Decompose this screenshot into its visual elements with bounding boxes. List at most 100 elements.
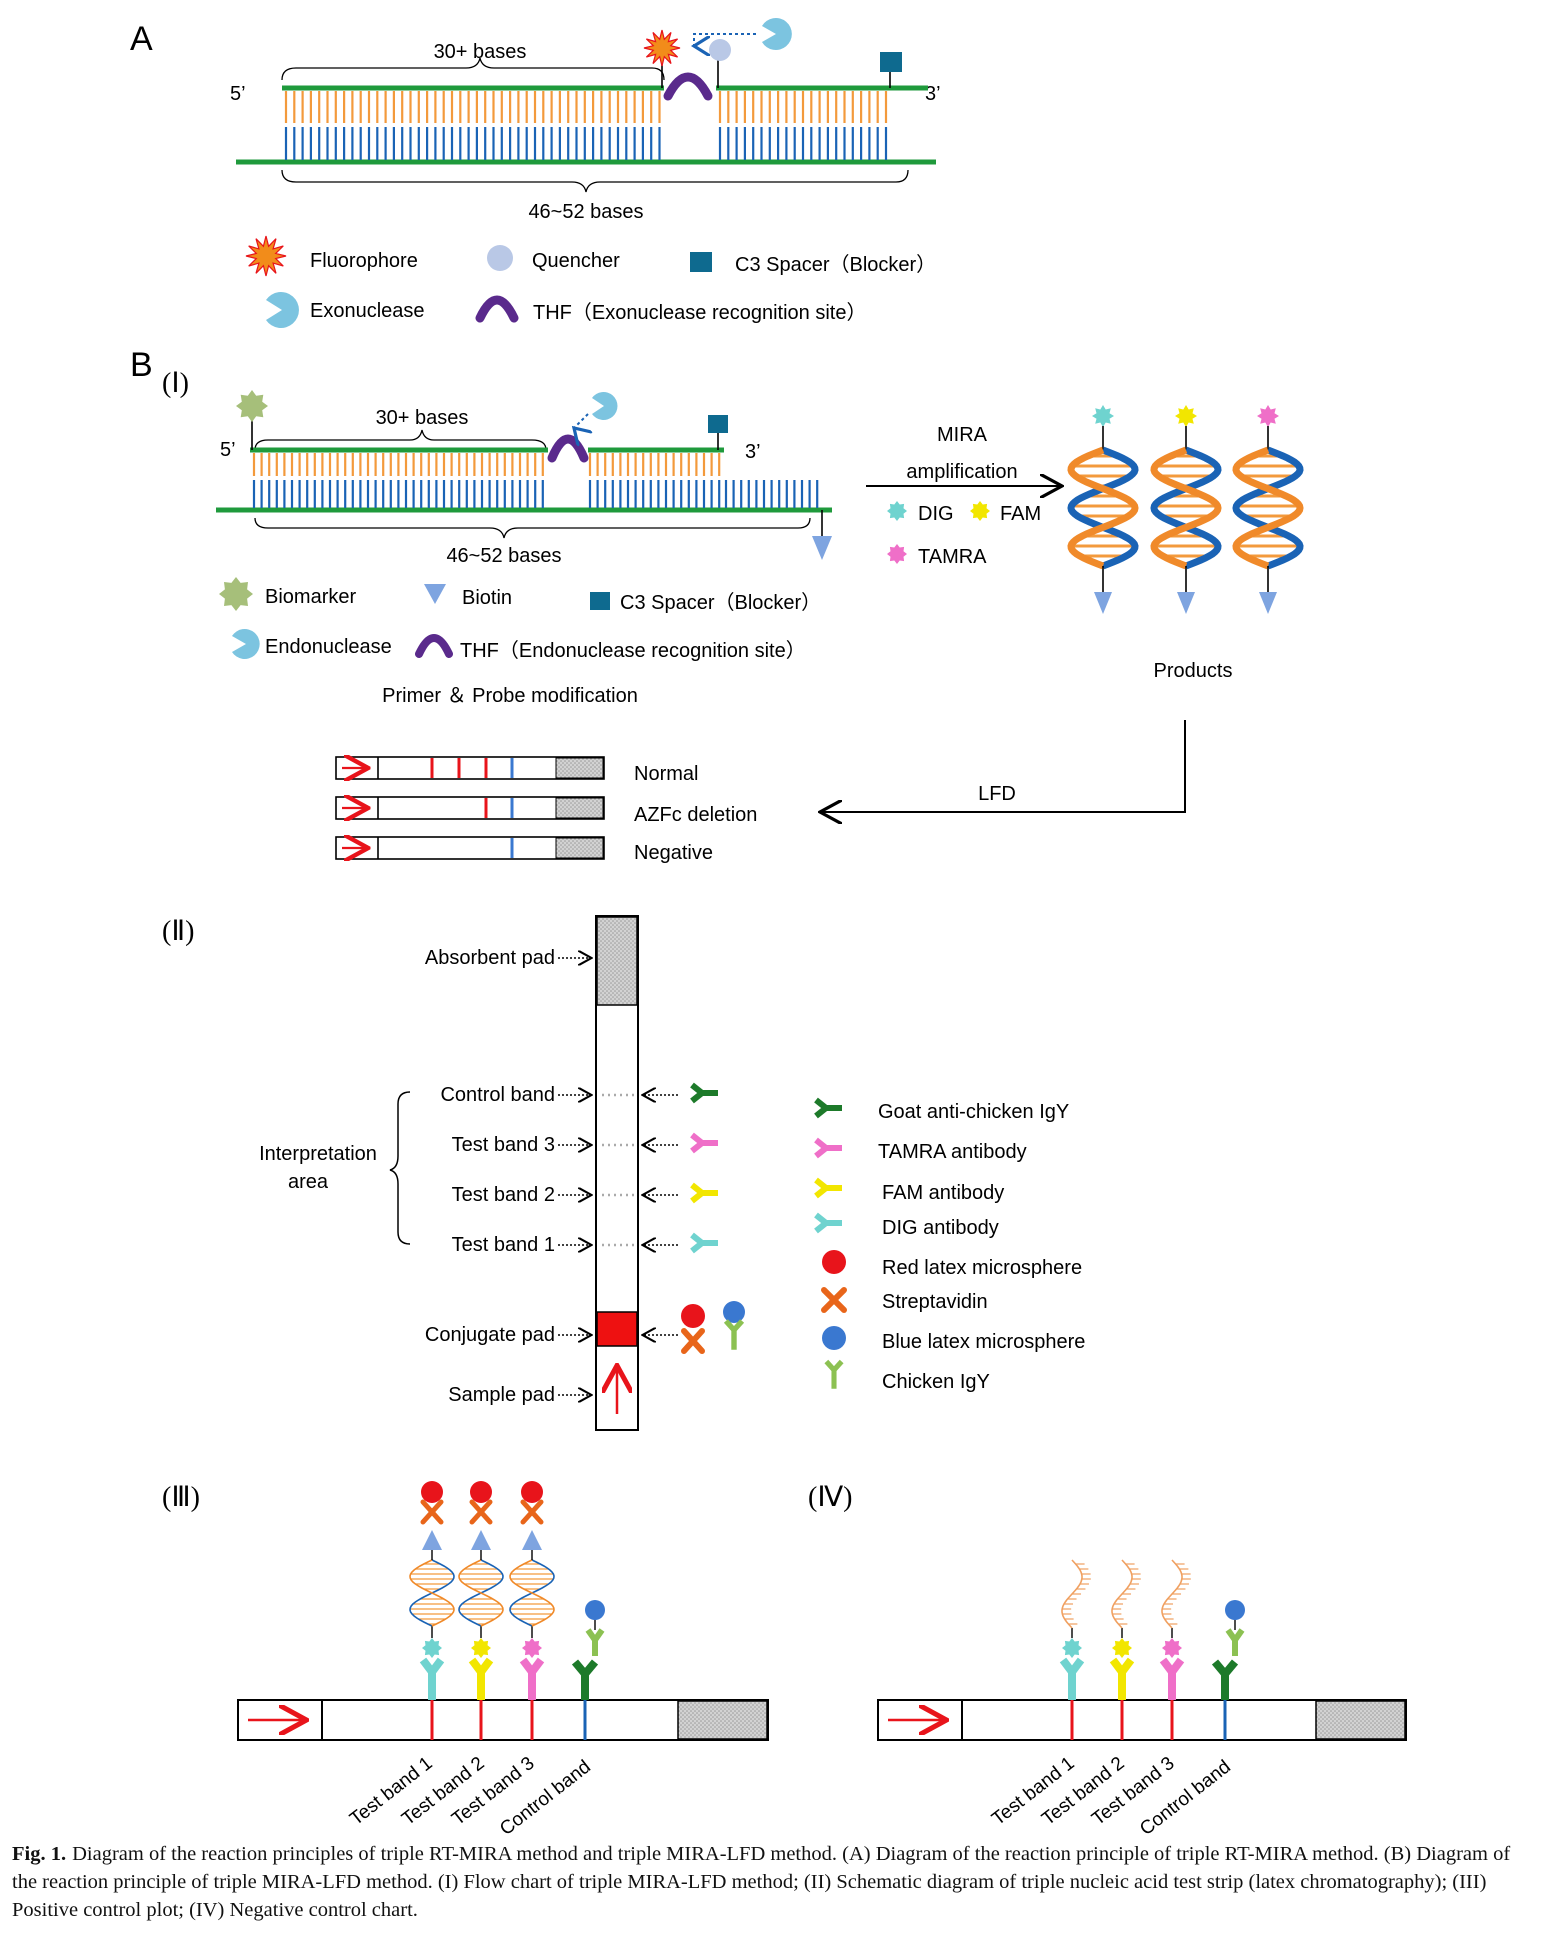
- legend-thf-icon: [475, 295, 519, 323]
- product-tag-2: [1175, 405, 1197, 427]
- negative-control-complexes: [1059, 1559, 1245, 1740]
- interpretation-label: Interpretation: [259, 1143, 377, 1165]
- fluorophore-icon: [643, 29, 681, 67]
- legend-quencher-label: Quencher: [532, 250, 620, 272]
- band-tag-3: [1162, 1638, 1182, 1658]
- legend-fluorophore-label: Fluorophore: [310, 250, 418, 272]
- result-strip-3: [335, 837, 605, 859]
- positive-absorbent-pad: [677, 1700, 768, 1740]
- legend-red-latex-icon: [822, 1250, 846, 1274]
- legend-biotin-icon: [424, 584, 446, 604]
- pos-control-complex: [571, 1600, 605, 1740]
- legend-biomarker-label: Biomarker: [265, 586, 356, 608]
- legend-chicken-igy-label: Chicken IgY: [882, 1371, 990, 1393]
- control-goat-igy: [571, 1659, 599, 1700]
- strip-dig-ab-icon: [690, 1232, 718, 1254]
- strip-antibodies: [690, 1082, 718, 1254]
- band-tag-2: [471, 1638, 491, 1658]
- negative-absorbent-pad: [1315, 1700, 1406, 1740]
- product-helix-1: [1067, 405, 1139, 614]
- legend-exonuclease-icon: [266, 292, 299, 328]
- b1-biotin-icon: [812, 536, 832, 560]
- strip-tamra-ab-icon: [690, 1132, 718, 1154]
- product-biotin-1: [1094, 592, 1112, 614]
- legend-b1-c3-icon: [590, 592, 610, 610]
- b1-c3-icon: [708, 415, 728, 433]
- band-red-latex-2: [470, 1481, 492, 1503]
- legend-fluorophore-icon: [245, 235, 287, 277]
- interpretation-brace: [389, 1091, 411, 1245]
- band-biotin-2: [471, 1530, 491, 1550]
- legend-dig-ab-icon: [814, 1212, 842, 1234]
- band-tag-1: [422, 1638, 442, 1658]
- neg-complex-1: [1059, 1559, 1091, 1740]
- conjugate-pad-label: Conjugate pad: [425, 1324, 555, 1346]
- product-tag-1: [1092, 405, 1114, 427]
- products-helices: [1067, 405, 1304, 614]
- b1-thf-icon: [547, 434, 589, 463]
- result-strips: [335, 757, 605, 859]
- products-label: Products: [1154, 660, 1233, 682]
- sample-pad-label: Sample pad: [448, 1384, 555, 1406]
- top-brace-label: 30+ bases: [434, 41, 527, 63]
- legend-goat-igy-label: Goat anti-chicken IgY: [878, 1101, 1069, 1123]
- band-antibody-3: [519, 1657, 545, 1700]
- quencher-icon: [709, 39, 731, 61]
- legend-exonuclease-label: Exonuclease: [310, 300, 425, 322]
- roman-ii: (Ⅱ): [162, 916, 194, 947]
- conj-chicken-igy-icon: [723, 1319, 745, 1350]
- band-tag-2: [1112, 1638, 1132, 1658]
- product-helix-2: [1150, 405, 1222, 614]
- legend-goat-igy-icon: [814, 1097, 842, 1119]
- lfd-label: LFD: [978, 783, 1016, 805]
- band-streptavidin-3: [520, 1499, 544, 1525]
- band-red-latex-1: [421, 1481, 443, 1503]
- strip-fam-ab-icon: [690, 1182, 718, 1204]
- roman-i: (Ⅰ): [162, 368, 189, 399]
- legend-chicken-igy-icon: [824, 1359, 844, 1389]
- legend-dig-ab-label: DIG antibody: [882, 1217, 999, 1239]
- legend-b1-thf-label: THF（Endonuclease recognition site）: [460, 639, 806, 662]
- tamra-label: TAMRA: [918, 546, 987, 568]
- control-chicken-igy: [585, 1628, 605, 1656]
- caption-text: Diagram of the reaction principles of tr…: [12, 1843, 1511, 1921]
- strip-normal-label: Normal: [634, 763, 698, 785]
- pos-complex-3: [509, 1481, 555, 1740]
- test-band-1-label: Test band 1: [452, 1234, 555, 1256]
- exonuclease-cleave-arrow: [694, 33, 756, 46]
- strip-goat-igy-icon: [690, 1082, 718, 1104]
- panel-b3: (Ⅲ) Test band 1 Test band 2 Test band 3 …: [162, 1481, 769, 1840]
- amplification-label: amplification: [906, 461, 1017, 483]
- panel-b1: B (Ⅰ) 5’ 3’ 30+ bases 46~52 bases Biomar…: [130, 346, 1304, 864]
- caption-label: Fig. 1.: [12, 1843, 67, 1865]
- base-pairs-left: [284, 91, 661, 160]
- legend-biotin-label: Biotin: [462, 587, 512, 609]
- strip-azfc-label: AZFc deletion: [634, 804, 757, 826]
- b1-endonuclease-icon: [592, 392, 618, 421]
- exonuclease-icon: [762, 18, 792, 50]
- figure-caption: Fig. 1.Diagram of the reaction principle…: [12, 1840, 1530, 1924]
- legend-fam-ab-icon: [814, 1177, 842, 1199]
- b1-top-brace: [254, 429, 547, 451]
- dig-tag-icon: [887, 501, 907, 521]
- strip-negative-label: Negative: [634, 842, 713, 864]
- band-biotin-1: [422, 1530, 442, 1550]
- panel-b2: (Ⅱ) Absorbent pad Control band Test band…: [162, 915, 1085, 1431]
- antibody-arrows: [644, 1095, 678, 1335]
- legend-red-latex-label: Red latex microsphere: [882, 1257, 1082, 1279]
- legend-biomarker-icon: [219, 577, 253, 611]
- band-antibody-2: [1109, 1657, 1135, 1700]
- legend-c3-icon: [690, 252, 712, 272]
- panel-letter-a: A: [130, 20, 153, 58]
- absorbent-pad-label: Absorbent pad: [425, 947, 555, 969]
- control-blue-latex: [585, 1600, 605, 1620]
- positive-band-labels: Test band 1 Test band 2 Test band 3 Cont…: [346, 1753, 595, 1840]
- legend-blue-latex-icon: [822, 1326, 846, 1350]
- legend-streptavidin-icon: [821, 1287, 847, 1313]
- b2-legend-icons: [814, 1097, 847, 1389]
- band-streptavidin-2: [469, 1499, 493, 1525]
- roman-iv: (Ⅳ): [808, 1482, 853, 1513]
- tamra-tag-icon: [887, 544, 907, 564]
- b1-top-brace-label: 30+ bases: [376, 407, 469, 429]
